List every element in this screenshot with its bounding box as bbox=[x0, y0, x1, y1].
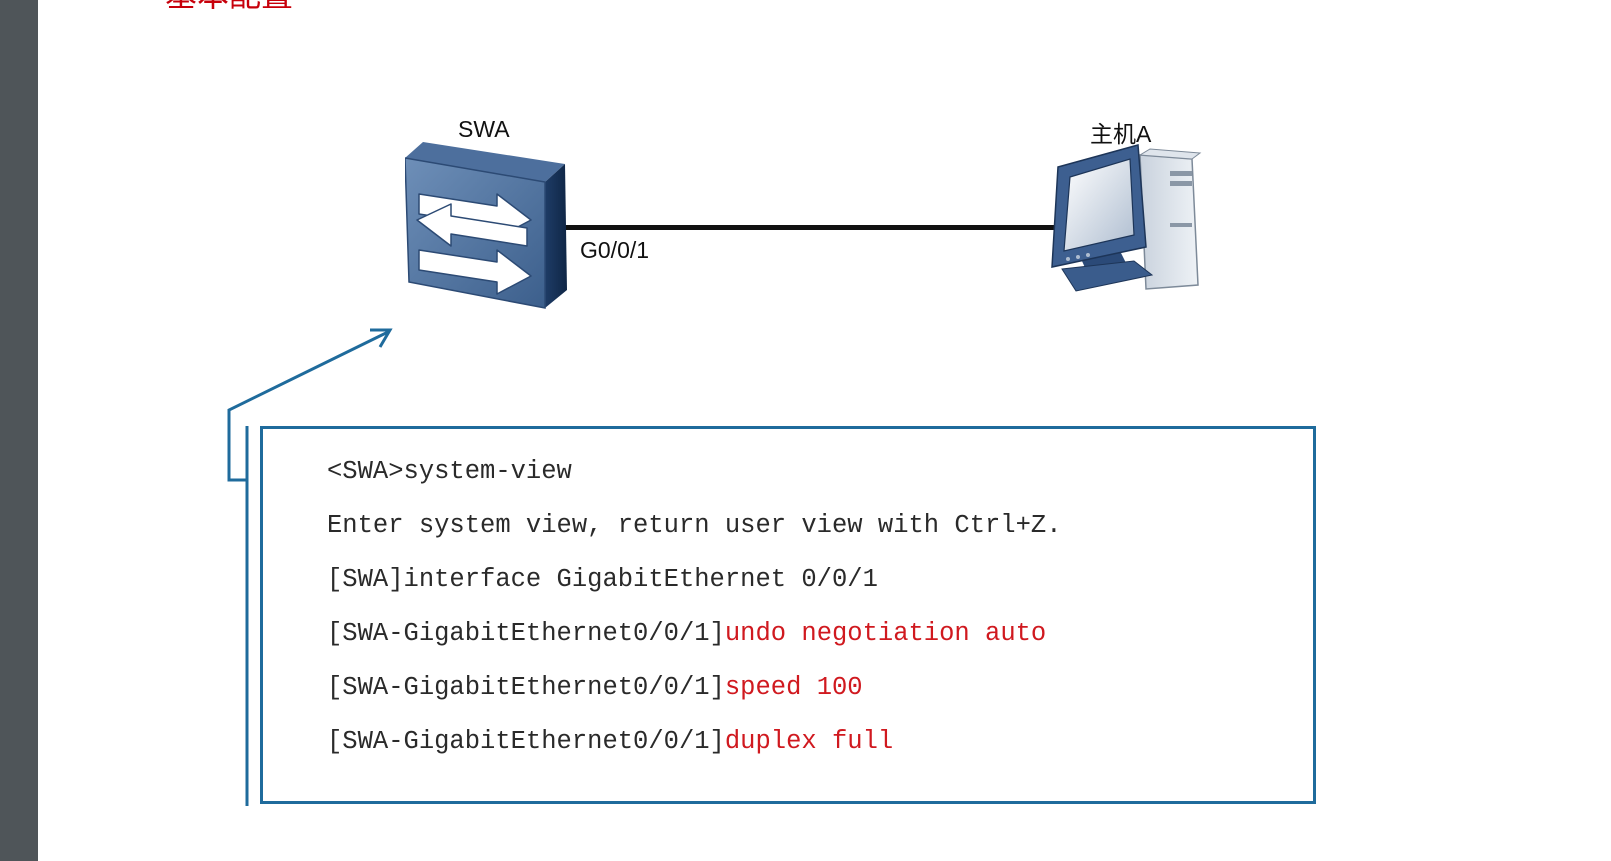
cli-line-interface: [SWA]interface GigabitEthernet 0/0/1 bbox=[327, 565, 878, 594]
cli-prompt: [SWA-GigabitEthernet0/0/1] bbox=[327, 619, 725, 648]
cli-prompt: [SWA-GigabitEthernet0/0/1] bbox=[327, 727, 725, 756]
cli-prompt: [SWA-GigabitEthernet0/0/1] bbox=[327, 673, 725, 702]
cli-line-negotiation: [SWA-GigabitEthernet0/0/1]undo negotiati… bbox=[327, 619, 1046, 649]
cli-line-enter-system-view: Enter system view, return user view with… bbox=[327, 511, 1062, 540]
slide-title-fragment: 基本配置 bbox=[165, 0, 293, 10]
host-label: 主机A bbox=[1090, 121, 1152, 147]
cli-config-box: <SWA>system-view Enter system view, retu… bbox=[260, 426, 1316, 804]
switch-icon bbox=[404, 142, 573, 312]
cli-line-system-view: <SWA>system-view bbox=[327, 457, 572, 486]
ethernet-link bbox=[564, 225, 1064, 230]
left-sidebar-bar bbox=[0, 0, 38, 861]
port-label: G0/0/1 bbox=[580, 237, 650, 263]
pc-icon bbox=[1042, 143, 1212, 298]
cli-command-negotiation: undo negotiation auto bbox=[724, 619, 1047, 648]
cli-line-duplex: [SWA-GigabitEthernet0/0/1]duplex full bbox=[327, 727, 893, 757]
cli-command-speed: speed 100 bbox=[724, 673, 863, 702]
cli-line-speed: [SWA-GigabitEthernet0/0/1]speed 100 bbox=[327, 673, 863, 703]
cli-command-duplex: duplex full bbox=[724, 727, 894, 756]
switch-label: SWA bbox=[458, 116, 510, 142]
